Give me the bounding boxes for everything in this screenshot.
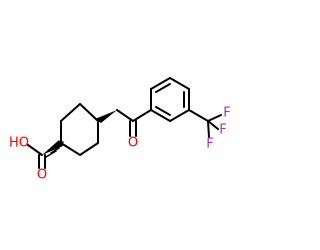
bond	[207, 120, 210, 138]
ketone-oxygen-label: O	[128, 136, 138, 151]
wedge-bond	[42, 140, 63, 155]
aromatic-inner-bond	[155, 106, 171, 116]
wedge-bond	[95, 110, 117, 123]
bond	[132, 109, 152, 122]
bond	[60, 103, 81, 122]
hash-line	[50, 147, 60, 154]
bond	[188, 109, 209, 122]
bond	[150, 109, 171, 122]
bond	[116, 109, 134, 122]
bond	[169, 109, 190, 122]
fluorine-label: F	[223, 106, 230, 121]
bond	[60, 142, 81, 156]
aromatic-inner-bond	[155, 83, 171, 93]
fluorine-label: F	[219, 123, 226, 138]
bond	[79, 103, 99, 122]
hydroxyl-label: HO	[9, 136, 29, 151]
benzene-ring	[150, 77, 190, 122]
bond	[169, 77, 190, 90]
bond	[150, 77, 171, 90]
bond	[79, 142, 99, 156]
bond	[27, 144, 43, 156]
structure-diagram: HO O O F F F	[9, 77, 231, 183]
hash-line	[45, 150, 57, 158]
bond	[207, 120, 219, 130]
bond	[207, 114, 222, 122]
fluorine-label: F	[206, 137, 213, 152]
acid-oxygen-label: O	[37, 168, 47, 183]
cyclohexane-ring	[60, 103, 99, 156]
